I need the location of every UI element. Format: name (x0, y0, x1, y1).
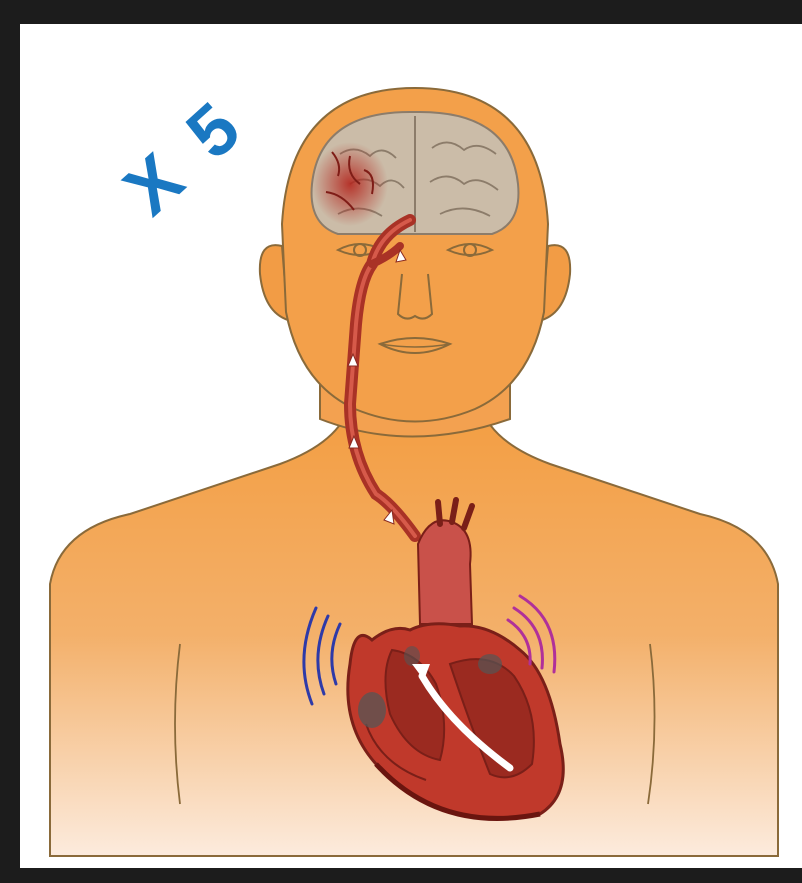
brain-icon (312, 112, 519, 234)
illustration-canvas: X 5 (20, 24, 802, 868)
